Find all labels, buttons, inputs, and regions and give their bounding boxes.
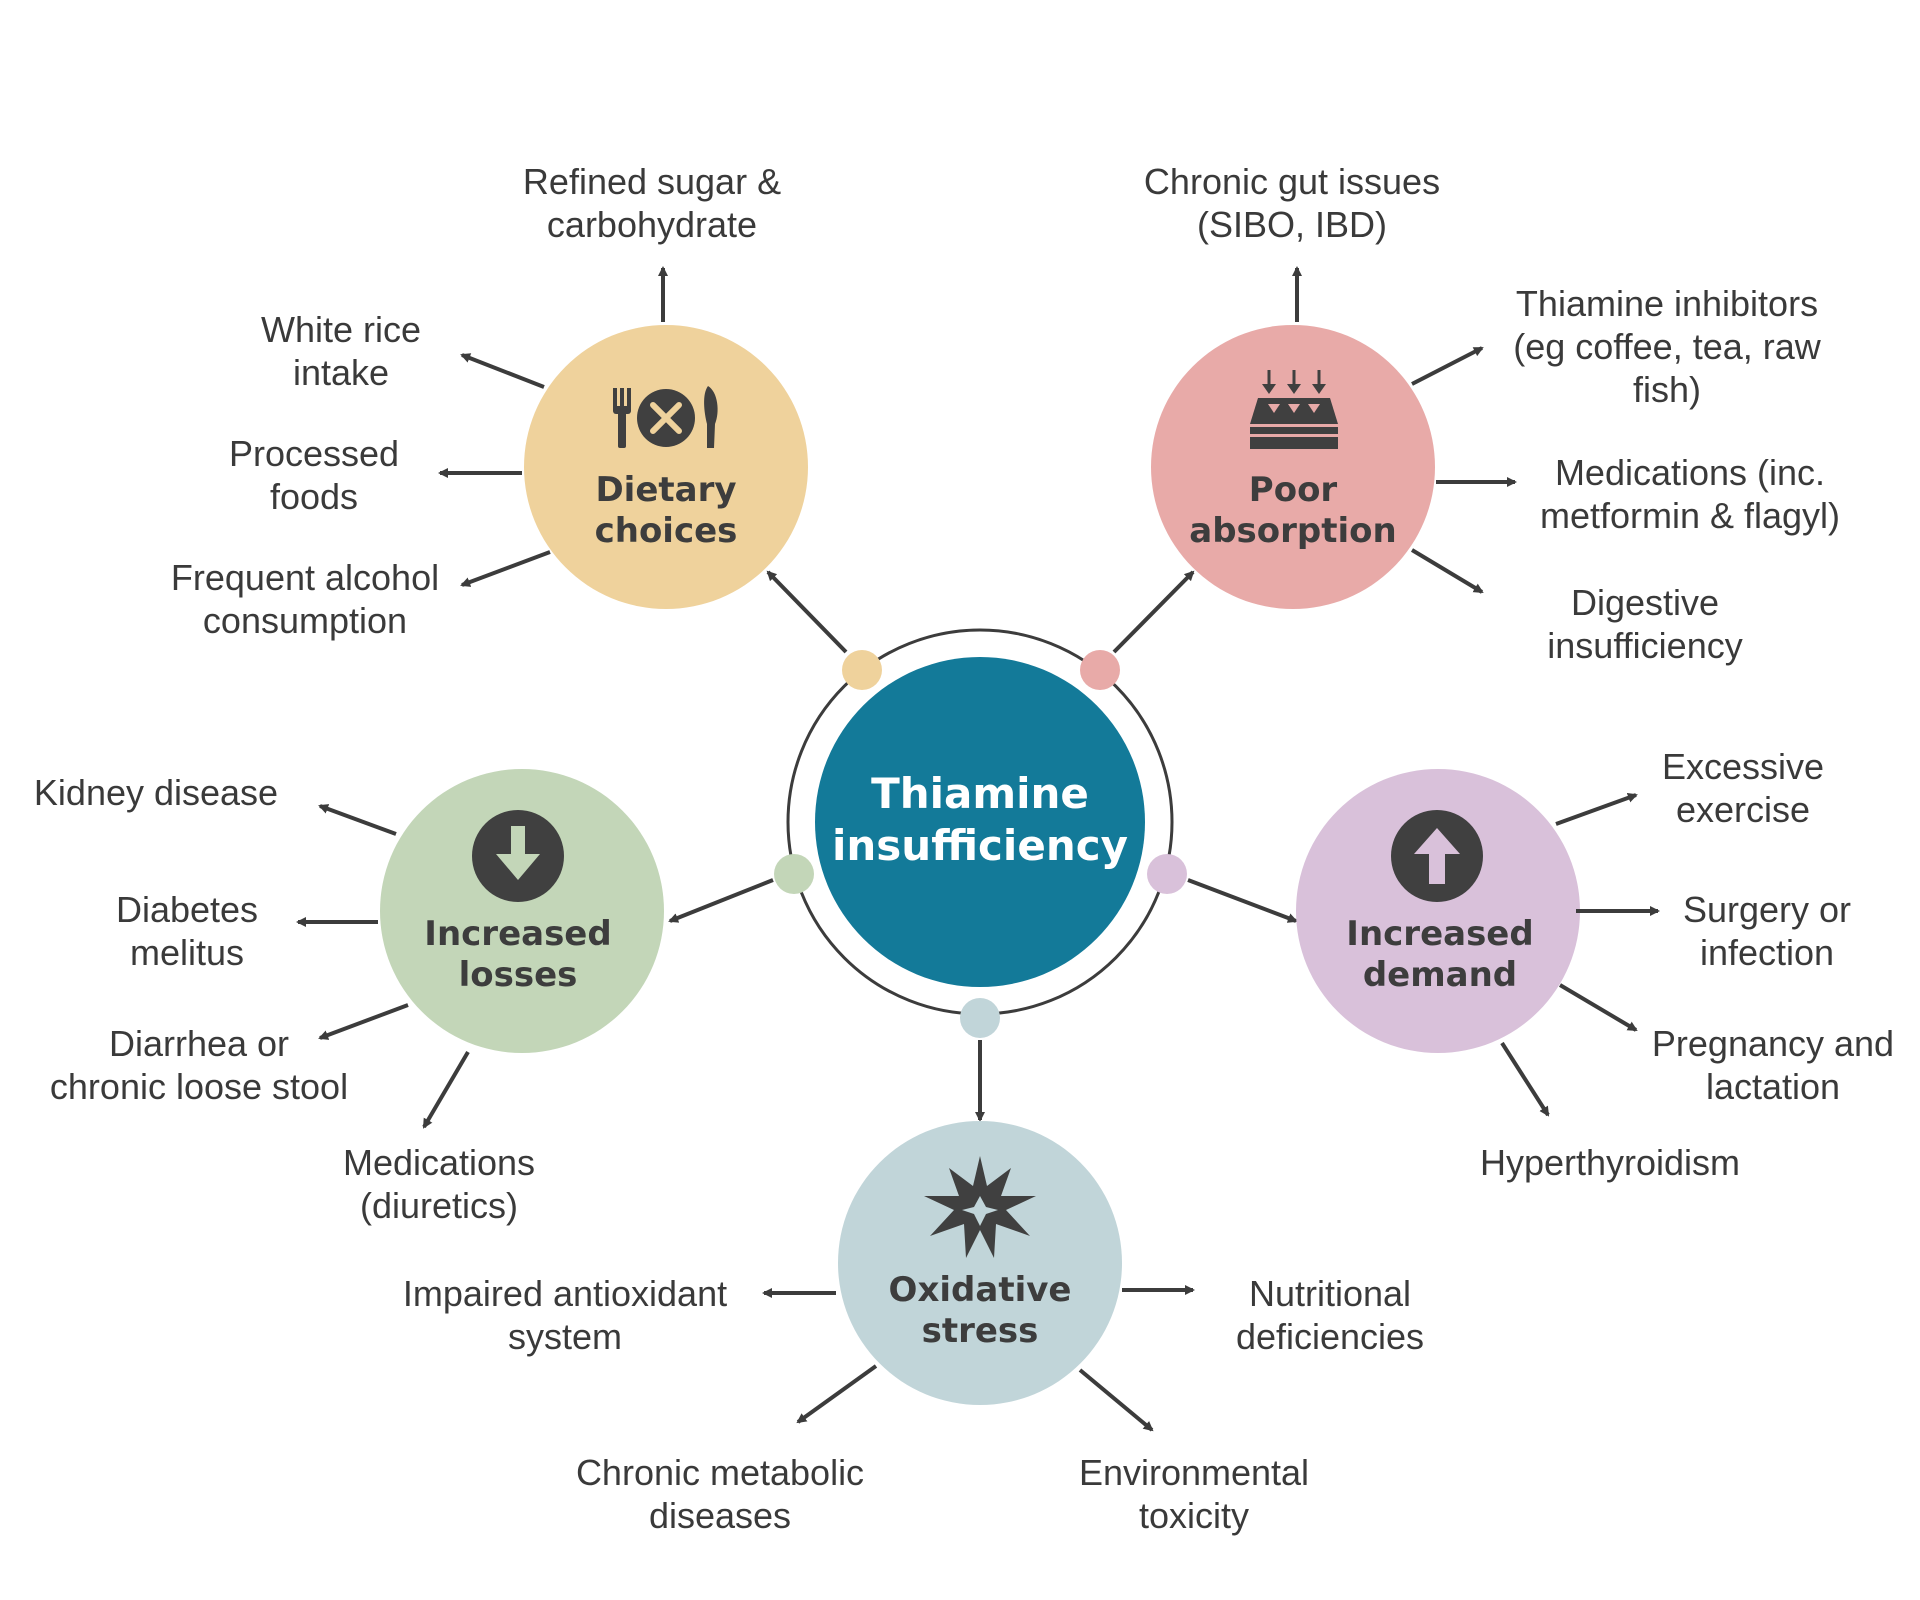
arrow-to-demand xyxy=(1187,878,1298,923)
center-title: Thiamine insufficiency xyxy=(832,769,1128,870)
oxidative-circle xyxy=(838,1121,1122,1405)
arrow-losses-diarrhea xyxy=(318,1003,409,1040)
absorption-tray-icon xyxy=(1250,370,1338,449)
dietary-circle xyxy=(524,325,808,609)
arrow-dietary-white-rice xyxy=(460,353,545,389)
demand-title: Increased demand xyxy=(1346,914,1534,995)
losses-item-medications: Medications (diuretics) xyxy=(342,1142,536,1226)
arrow-demand-pregnancy xyxy=(1558,983,1638,1032)
arrow-losses-kidney xyxy=(318,804,397,836)
losses-title: Increased losses xyxy=(424,914,612,995)
arrow-losses-medications xyxy=(422,1050,470,1129)
absorption-item-medications: Medications (inc. metformin & flagyl) xyxy=(1539,452,1841,536)
demand-circle xyxy=(1296,769,1580,1053)
absorption-circle xyxy=(1151,325,1435,609)
dietary-item-white-rice: White rice intake xyxy=(260,309,422,393)
oxidative-item-metabolic: Chronic metabolic diseases xyxy=(575,1452,865,1536)
arrow-up-circle-icon xyxy=(1391,810,1483,902)
dietary-item-processed-foods: Processed foods xyxy=(228,433,400,517)
arrow-to-losses xyxy=(668,878,774,923)
arrow-demand-hyperthyroidism xyxy=(1500,1041,1550,1117)
dietary-title: Dietary choices xyxy=(594,470,738,551)
arrow-oxidative-environmental xyxy=(1078,1368,1154,1432)
losses-item-diabetes: Diabetes melitus xyxy=(115,889,259,973)
losses-item-diarrhea: Diarrhea or chronic loose stool xyxy=(49,1023,349,1107)
plate-cutlery-x-icon xyxy=(613,386,718,448)
dietary-item-refined-sugar: Refined sugar & carbohydrate xyxy=(522,161,782,245)
connector-dot-demand xyxy=(1147,854,1187,894)
demand-item-exercise: Excessive exercise xyxy=(1661,746,1825,830)
arrow-demand-exercise xyxy=(1555,793,1638,826)
oxidative-title: Oxidative stress xyxy=(888,1270,1072,1351)
arrow-absorption-inhibitors xyxy=(1411,346,1484,386)
connector-dot-oxidative xyxy=(960,998,1000,1038)
absorption-item-gut-issues: Chronic gut issues (SIBO, IBD) xyxy=(1143,161,1441,245)
arrow-dietary-alcohol xyxy=(460,550,551,587)
absorption-title: Poor absorption xyxy=(1189,470,1397,551)
arrow-to-dietary xyxy=(766,570,848,654)
absorption-item-digestive: Digestive insufficiency xyxy=(1547,582,1743,666)
oxidative-item-nutritional: Nutritional deficiencies xyxy=(1235,1273,1425,1357)
arrow-to-absorption xyxy=(1112,570,1195,654)
losses-circle xyxy=(380,769,664,1053)
dietary-item-alcohol: Frequent alcohol consumption xyxy=(170,557,440,641)
oxidative-item-antioxidant: Impaired antioxidant system xyxy=(402,1273,728,1357)
connector-dot-losses xyxy=(774,854,814,894)
absorption-item-inhibitors: Thiamine inhibitors (eg coffee, tea, raw… xyxy=(1513,283,1821,410)
arrow-oxidative-metabolic xyxy=(796,1364,878,1424)
oxidative-item-environmental: Environmental toxicity xyxy=(1078,1452,1310,1536)
demand-item-surgery: Surgery or infection xyxy=(1682,889,1852,973)
demand-item-pregnancy: Pregnancy and lactation xyxy=(1651,1023,1895,1107)
connector-dot-dietary xyxy=(842,650,882,690)
connector-dot-absorption xyxy=(1080,650,1120,690)
losses-item-kidney: Kidney disease xyxy=(33,772,279,813)
arrow-down-circle-icon xyxy=(472,810,564,902)
arrow-absorption-digestive xyxy=(1410,548,1484,594)
demand-item-hyperthyroidism: Hyperthyroidism xyxy=(1479,1142,1741,1183)
center-hub xyxy=(815,657,1145,987)
starburst-icon xyxy=(924,1156,1036,1258)
